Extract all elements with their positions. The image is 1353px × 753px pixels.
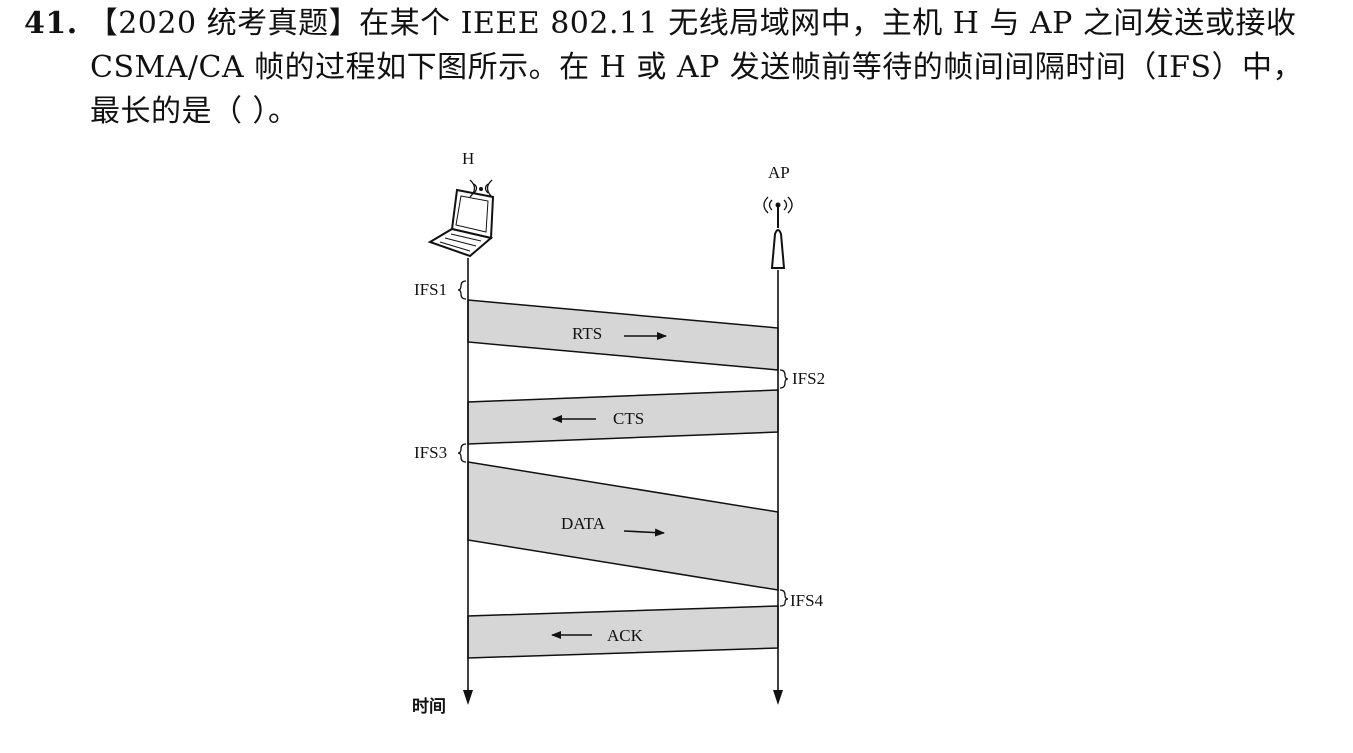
ack-frame-label: ACK	[607, 626, 644, 645]
access-point-icon	[763, 196, 793, 269]
question-line-2: CSMA/CA 帧的过程如下图所示。在 H 或 AP 发送帧前等待的帧间间隔时间…	[90, 50, 1304, 85]
question-text: 41. 【2020 统考真题】在某个 IEEE 802.11 无线局域网中，主机 …	[24, 2, 1334, 134]
question-line-3: 最长的是（ ）。	[90, 94, 299, 129]
ifs4-label: IFS4	[790, 591, 824, 610]
ifs2-brace	[779, 369, 789, 389]
question-line-1: 41. 【2020 统考真题】在某个 IEEE 802.11 无线局域网中，主机 …	[24, 2, 1334, 46]
rts-frame-band	[467, 299, 779, 371]
ifs1-brace	[457, 280, 467, 300]
time-axis-label: 时间	[412, 696, 446, 716]
question-number: 41.	[24, 6, 78, 41]
ifs4-brace	[779, 589, 789, 607]
ifs3-label: IFS3	[414, 443, 447, 462]
laptop-icon	[427, 179, 495, 258]
cts-frame-label: CTS	[613, 409, 644, 428]
question-line-1-text: 【2020 统考真题】在某个 IEEE 802.11 无线局域网中，主机 H 与…	[87, 6, 1297, 41]
data-direction-arrow	[623, 528, 665, 537]
data-frame-label: DATA	[561, 514, 606, 533]
data-frame-band	[467, 461, 779, 591]
host-label: H	[462, 149, 474, 168]
ifs2-label: IFS2	[792, 369, 825, 388]
ifs1-label: IFS1	[414, 280, 447, 299]
rts-frame-label: RTS	[572, 324, 602, 343]
ap-timeline-arrowhead	[773, 690, 783, 705]
ap-label: AP	[768, 163, 790, 182]
host-timeline-arrowhead	[463, 690, 473, 705]
ifs3-brace	[457, 443, 467, 463]
